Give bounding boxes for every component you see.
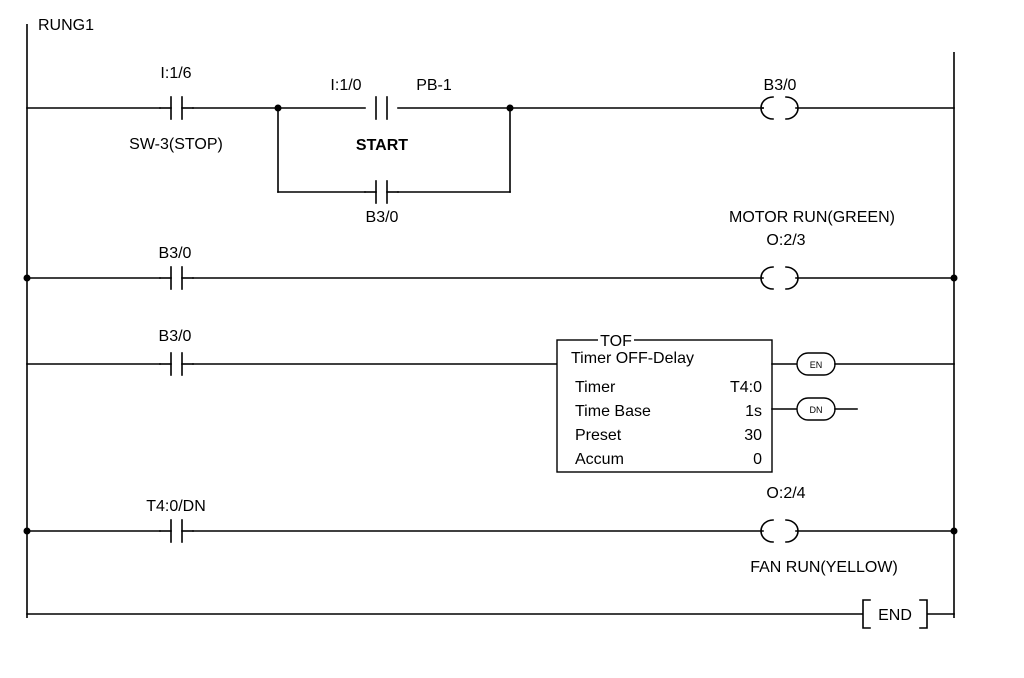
timer-row-value: 0 [753, 451, 762, 468]
motor-enable-contact[interactable] [159, 266, 194, 290]
motor-run-coil[interactable] [760, 266, 799, 290]
rung-1: I:1/6 SW-3(STOP) I:1/0 PB-1 START B3/0 [26, 65, 955, 226]
timer-type: TOF [600, 333, 632, 350]
timer-enable-contact[interactable] [159, 352, 194, 376]
rung-3: B3/0 TOF Timer OFF-Delay Timer T4:0 Time… [26, 328, 955, 473]
coil-address: O:2/3 [766, 232, 805, 249]
contact-address: T4:0/DN [146, 498, 206, 515]
rung-4: T4:0/DN O:2/4 FAN RUN(YELLOW) [23, 485, 958, 576]
seal-in-contact-address: B3/0 [366, 209, 399, 226]
timer-row-value: 30 [744, 427, 762, 444]
start-contact-description: START [356, 137, 408, 154]
coil-description: FAN RUN(YELLOW) [750, 559, 898, 576]
timer-row-label: Accum [575, 451, 624, 468]
timer-row-label: Time Base [575, 403, 651, 420]
fan-run-coil[interactable] [760, 519, 799, 543]
timer-row-label: Timer [575, 379, 616, 396]
start-contact[interactable] [375, 96, 388, 120]
rung-label: RUNG1 [38, 17, 94, 34]
internal-bit-coil[interactable] [760, 96, 799, 120]
seal-in-contact[interactable] [364, 180, 399, 204]
coil-address: B3/0 [764, 77, 797, 94]
timer-title: Timer OFF-Delay [571, 350, 694, 367]
timer-done-contact[interactable] [159, 519, 194, 543]
contact-address: B3/0 [159, 245, 192, 262]
rung-2: B3/0 MOTOR RUN(GREEN) O:2/3 [23, 209, 958, 290]
dn-output-label: DN [810, 405, 823, 415]
stop-contact-description: SW-3(STOP) [129, 136, 223, 153]
tof-timer-block[interactable]: TOF Timer OFF-Delay Timer T4:0 Time Base… [556, 331, 773, 473]
end-label: END [878, 607, 912, 624]
power-rails [26, 24, 955, 618]
coil-description: MOTOR RUN(GREEN) [729, 209, 895, 226]
en-output-label: EN [810, 360, 823, 370]
en-output-coil[interactable]: EN [796, 352, 836, 376]
coil-address: O:2/4 [766, 485, 805, 502]
start-contact-tag: PB-1 [416, 77, 452, 94]
timer-row-value: T4:0 [730, 379, 762, 396]
end-instruction[interactable]: END [862, 599, 928, 629]
timer-row-value: 1s [745, 403, 762, 420]
contact-address: B3/0 [159, 328, 192, 345]
start-contact-address: I:1/0 [330, 77, 361, 94]
dn-output-coil[interactable]: DN [796, 397, 836, 421]
timer-row-label: Preset [575, 427, 622, 444]
stop-contact[interactable] [159, 96, 194, 120]
stop-contact-address: I:1/6 [160, 65, 191, 82]
end-rung: END [26, 599, 955, 629]
